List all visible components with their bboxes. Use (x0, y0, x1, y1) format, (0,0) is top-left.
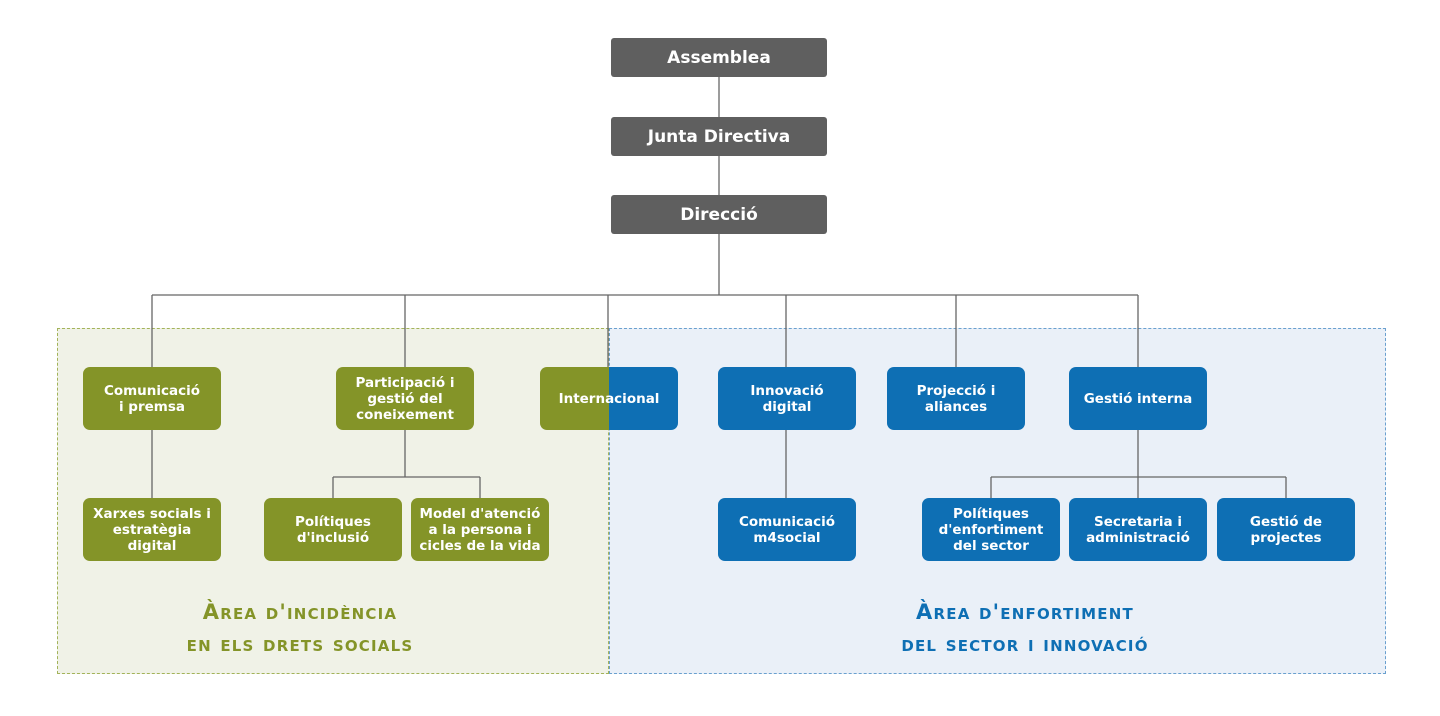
node-gestio-projectes: Gestió de projectes (1217, 498, 1355, 561)
node-participacio: Participació i gestió del coneixement (336, 367, 474, 430)
node-direccio: Direcció (611, 195, 827, 234)
node-model-atencio: Model d'atenció a la persona i cicles de… (411, 498, 549, 561)
node-comunicacio-m4social: Comunicació m4social (718, 498, 856, 561)
node-politiques-inclusio: Polítiques d'inclusió (264, 498, 402, 561)
node-gestio-interna: Gestió interna (1069, 367, 1207, 430)
node-junta-directiva: Junta Directiva (611, 117, 827, 156)
node-assemblea: Assemblea (611, 38, 827, 77)
node-comunicacio-premsa: Comunicació i premsa (83, 367, 221, 430)
node-xarxes-socials: Xarxes socials i estratègia digital (83, 498, 221, 561)
node-projeccio-aliances: Projecció i aliances (887, 367, 1025, 430)
area-incidencia-title: Àrea d'incidència en els drets socials (186, 600, 414, 656)
node-secretaria-administracio: Secretaria i administració (1069, 498, 1207, 561)
node-internacional: Internacional (540, 367, 678, 430)
node-politiques-enfortiment: Polítiques d'enfortiment del sector (922, 498, 1060, 561)
area-enfortiment-title: Àrea d'enfortiment del sector i innovaci… (901, 600, 1149, 656)
node-innovacio-digital: Innovació digital (718, 367, 856, 430)
